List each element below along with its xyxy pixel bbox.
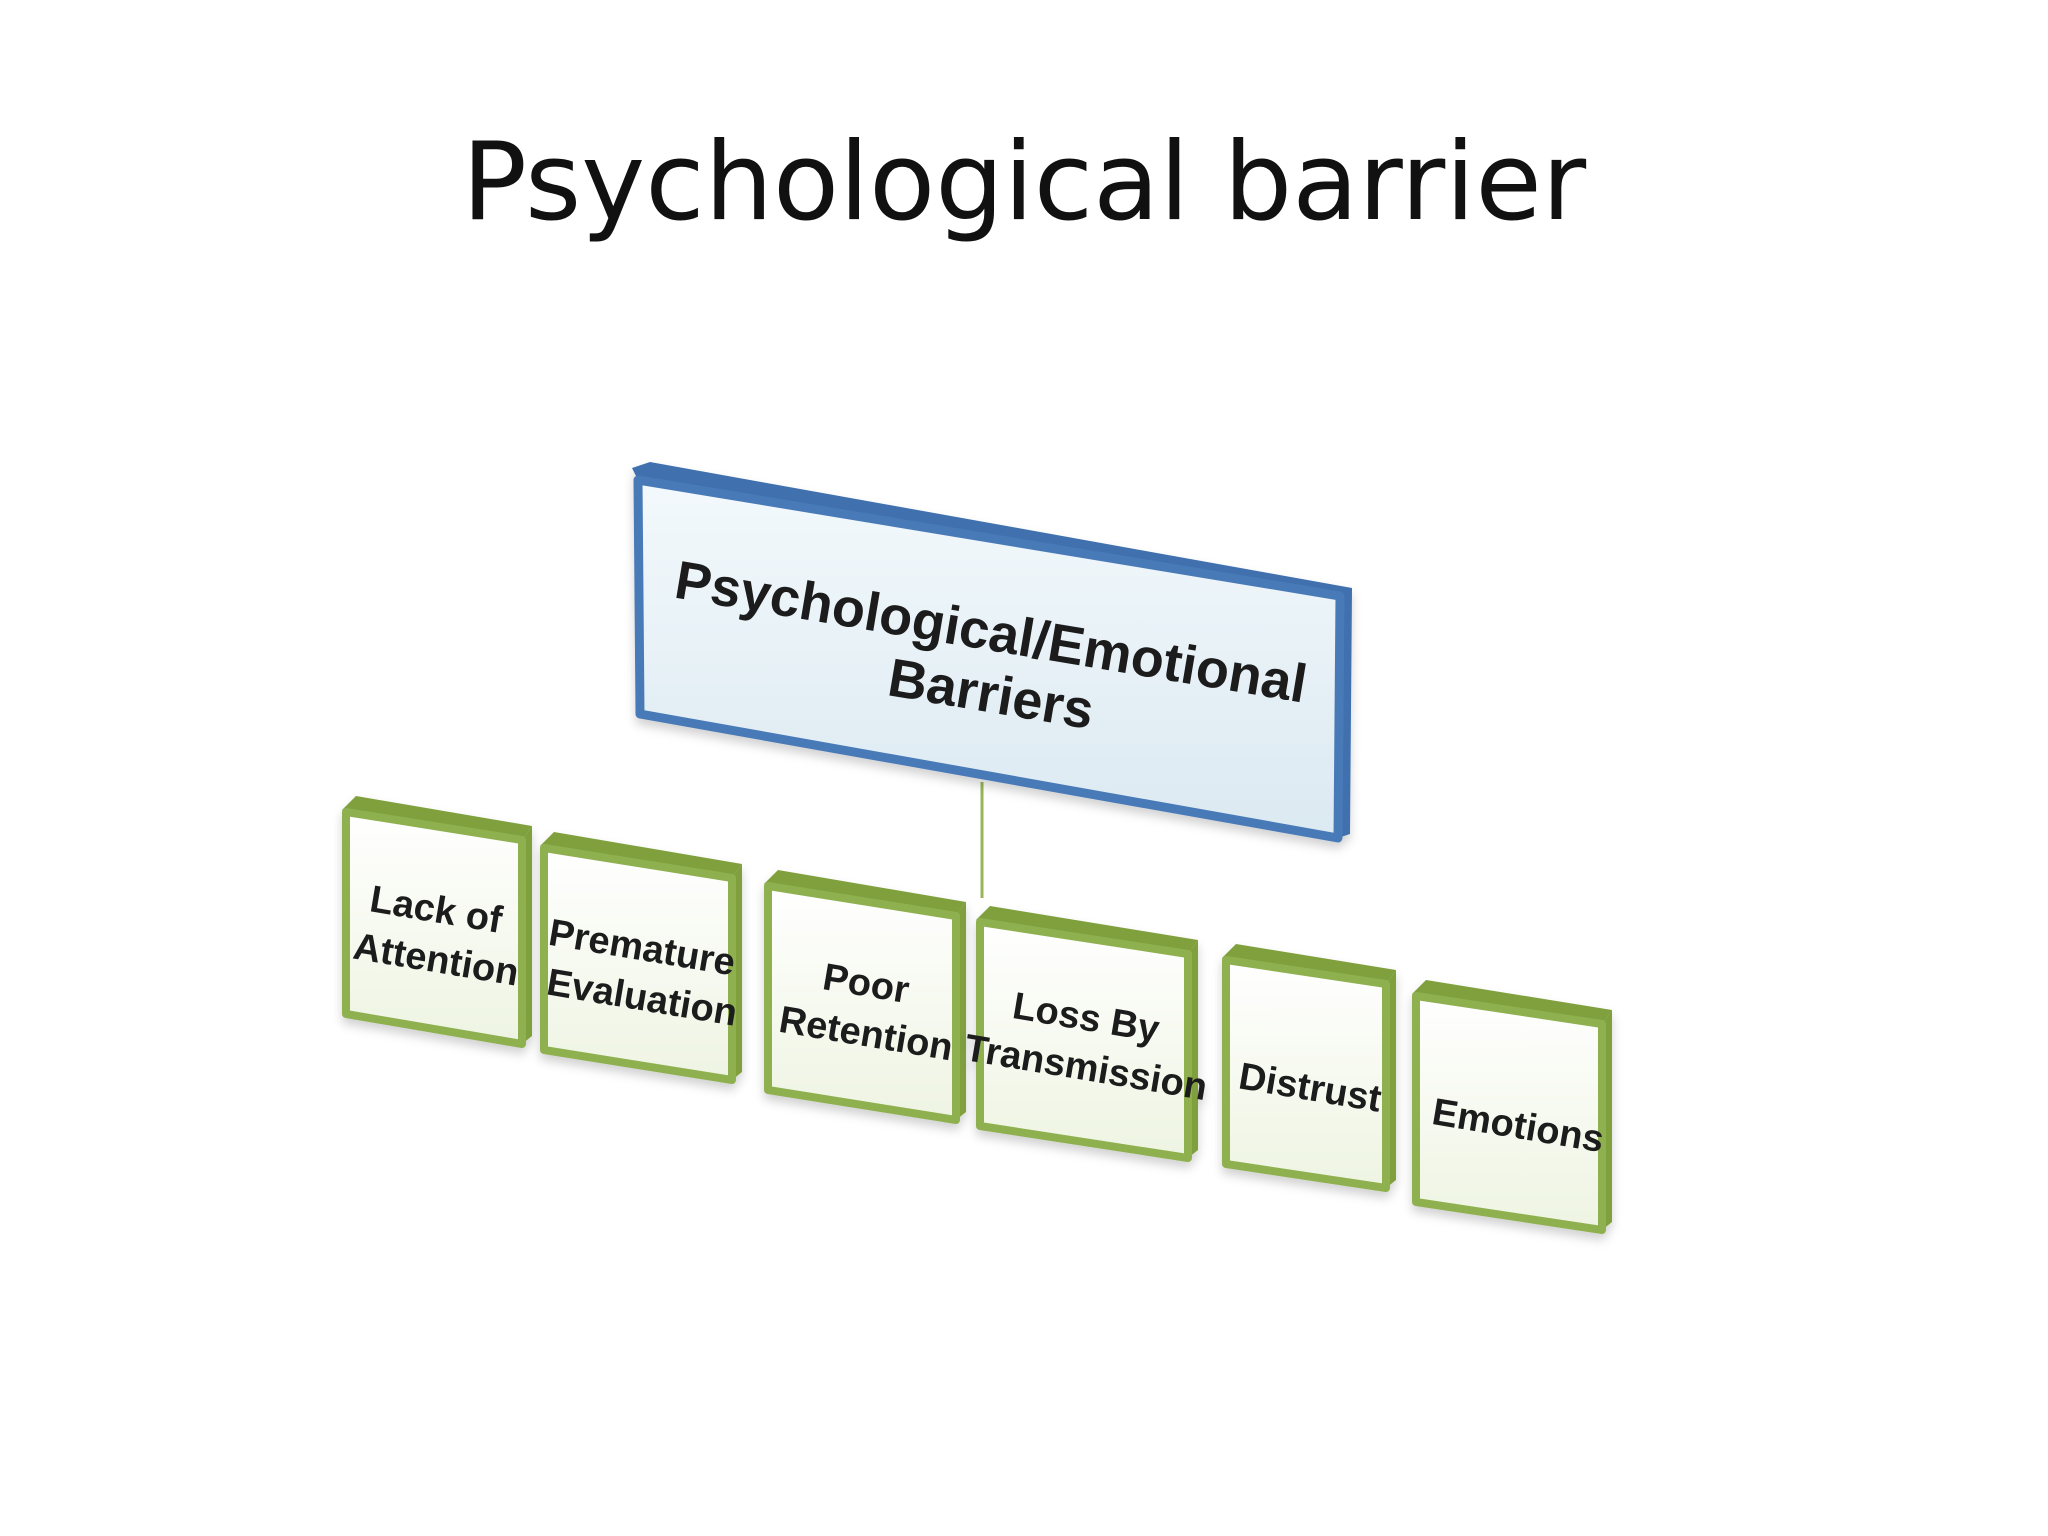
- child-node: Lack of Attention: [342, 796, 532, 1048]
- child-node: Loss By Transmission: [962, 906, 1210, 1162]
- child-node: Emotions: [1412, 980, 1612, 1234]
- child-node: Distrust: [1222, 944, 1396, 1192]
- child-node-front-face: [540, 844, 736, 1084]
- root-node: Psychological/Emotional Barriers: [632, 462, 1352, 843]
- child-node: Premature Evaluation: [540, 832, 742, 1084]
- child-node-front-face: [342, 808, 526, 1048]
- child-node-top-face: [764, 870, 966, 916]
- child-node: Poor Retention: [764, 870, 966, 1124]
- child-node-front-face: [764, 882, 960, 1124]
- child-node-top-face: [540, 832, 742, 878]
- child-node-front-face: [976, 918, 1192, 1162]
- slide-title: Psychological barrier: [461, 120, 1587, 245]
- child-node-top-face: [1222, 944, 1396, 984]
- root-node-front-face: [633, 475, 1345, 843]
- child-node-front-face: [1412, 992, 1606, 1234]
- child-node-front-face: [1222, 956, 1390, 1192]
- child-node-top-face: [976, 906, 1198, 954]
- child-node-top-face: [1412, 980, 1612, 1024]
- child-node-top-face: [342, 796, 532, 840]
